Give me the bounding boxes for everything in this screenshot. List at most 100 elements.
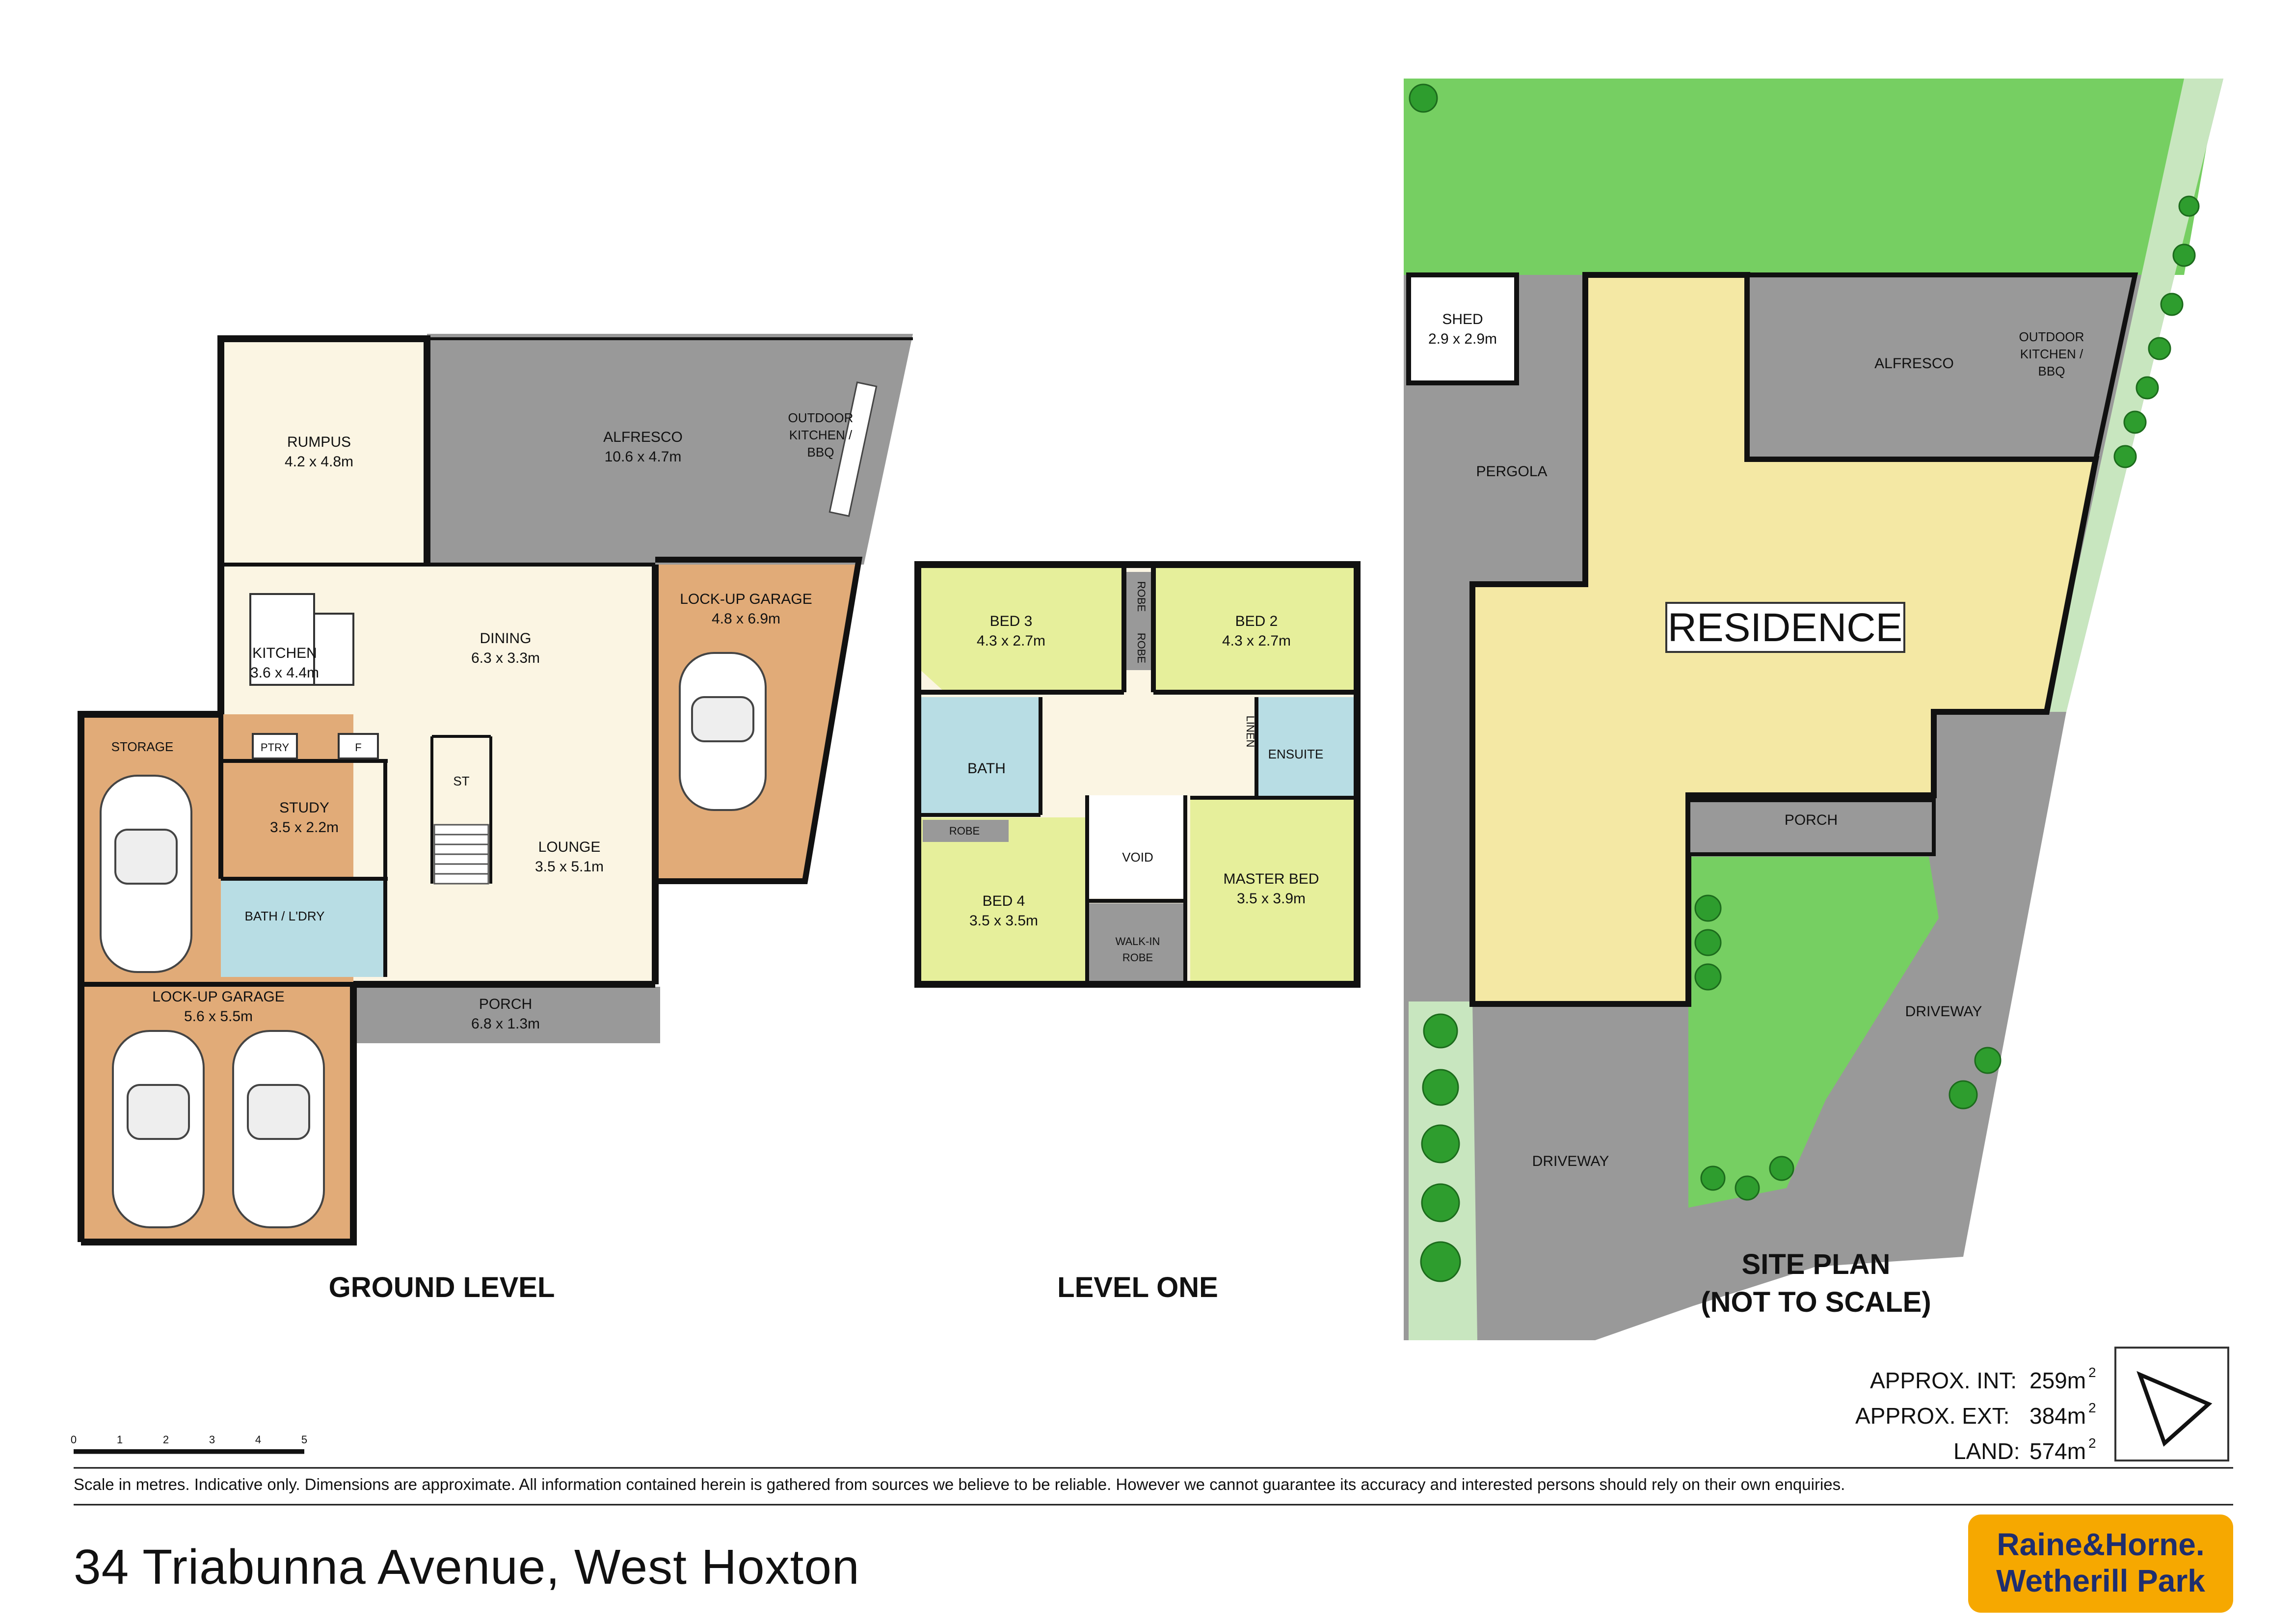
ground-bbq-bench — [828, 381, 878, 517]
residence-label-box — [1665, 602, 1905, 653]
scale-tick-5: 5 — [301, 1434, 307, 1446]
bath-laundry-label: BATH / L'DRY — [245, 909, 325, 923]
robe-area — [1124, 572, 1151, 670]
bed3-area — [918, 565, 1124, 692]
linen-label: LINEN — [1244, 716, 1256, 748]
bed4-area — [918, 817, 1087, 984]
site-side-garden — [2047, 79, 2223, 712]
lounge-dim: 3.5 x 5.1m — [535, 859, 604, 875]
robe-label: ROBE — [1135, 633, 1148, 663]
garage-left-label: LOCK-UP GARAGE — [152, 989, 285, 1005]
bath-label: BATH — [967, 760, 1006, 777]
bed4-robe-area — [923, 820, 1009, 842]
kitchen-label: KITCHEN — [252, 645, 317, 661]
ground-outdoor-kitchen-label-3: BBQ — [807, 445, 834, 460]
car-icon — [100, 775, 192, 973]
void-label: VOID — [1122, 850, 1153, 865]
site-shed — [1406, 272, 1519, 385]
garage-right-dim: 4.8 x 6.9m — [712, 611, 780, 627]
ground-alfresco-area — [427, 334, 913, 565]
residence-label: RESIDENCE — [1668, 605, 1902, 650]
site-porch-label: PORCH — [1785, 812, 1838, 828]
site-outdoor-kitchen-label-1: OUTDOOR — [2019, 329, 2084, 344]
alfresco-label: ALFRESCO — [603, 429, 683, 445]
pantry-label: PTRY — [261, 741, 290, 754]
car-icon — [232, 1030, 325, 1228]
ensuite-area — [1256, 697, 1357, 798]
ground-level-caption: GROUND LEVEL — [329, 1271, 555, 1303]
master-bed-label: MASTER BED — [1223, 871, 1319, 887]
walk-in-robe-label-1: WALK-IN — [1116, 935, 1160, 947]
tree-icon — [1409, 83, 2200, 1282]
scale-bar: 0 1 2 3 4 5 — [71, 1434, 307, 1454]
site-outdoor-kitchen-label-2: KITCHEN / — [2020, 347, 2083, 361]
level-one-caption: LEVEL ONE — [1057, 1271, 1218, 1303]
void-area — [1087, 795, 1185, 898]
bed4-robe-label: ROBE — [949, 825, 980, 837]
study-label: STUDY — [279, 800, 329, 816]
car-icon — [112, 1030, 205, 1228]
site-shed-dim: 2.9 x 2.9m — [1428, 331, 1497, 347]
scale-tick-2: 2 — [163, 1434, 169, 1446]
area-land-label: LAND: — [1953, 1438, 2020, 1464]
rumpus-label: RUMPUS — [287, 434, 351, 450]
area-ext-label: APPROX. EXT: — [1855, 1403, 2009, 1429]
scale-tick-3: 3 — [209, 1434, 215, 1446]
site-pergola-label: PERGOLA — [1476, 463, 1547, 480]
scale-tick-4: 4 — [255, 1434, 261, 1446]
scale-tick-0: 0 — [71, 1434, 77, 1446]
walk-in-robe-area — [1087, 903, 1185, 984]
agency-logo-line1: Raine&Horne. — [1997, 1527, 2205, 1562]
site-plan-caption-line2: (NOT TO SCALE) — [1701, 1286, 1931, 1318]
site-plan-caption-line1: SITE PLAN — [1742, 1248, 1891, 1280]
site-left-garden — [1409, 1001, 1477, 1340]
dining-label: DINING — [480, 630, 532, 647]
porch-label: PORCH — [479, 996, 532, 1012]
area-land-unit-sup: 2 — [2088, 1435, 2096, 1451]
area-land-value: 574m — [2029, 1438, 2086, 1464]
site-alfresco — [1745, 272, 2138, 461]
garage-right-label: LOCK-UP GARAGE — [680, 591, 812, 607]
porch-dim: 6.8 x 1.3m — [471, 1016, 540, 1032]
area-ext-unit-sup: 2 — [2088, 1400, 2096, 1415]
alfresco-dim: 10.6 x 4.7m — [605, 449, 682, 465]
area-int-label: APPROX. INT: — [1870, 1368, 2017, 1393]
lounge-label: LOUNGE — [538, 839, 601, 855]
site-driveway-right-label: DRIVEWAY — [1905, 1003, 1982, 1020]
level-one-walls — [914, 561, 1361, 988]
dining-dim: 6.3 x 3.3m — [471, 650, 540, 666]
site-outdoor-kitchen-label-3: BBQ — [2038, 364, 2065, 379]
bed4-label: BED 4 — [983, 893, 1025, 909]
bed2-label: BED 2 — [1235, 613, 1278, 629]
bed2-dim: 4.3 x 2.7m — [1222, 633, 1291, 649]
study-dim: 3.5 x 2.2m — [270, 819, 339, 836]
agency-logo-line2: Wetherill Park — [1996, 1563, 2205, 1598]
rumpus-dim: 4.2 x 4.8m — [285, 454, 353, 470]
property-address: 34 Triabunna Avenue, West Hoxton — [74, 1540, 860, 1595]
scale-tick-1: 1 — [117, 1434, 123, 1446]
site-front-lawn — [1688, 857, 1939, 1208]
bed2-area — [1153, 565, 1357, 692]
ground-outdoor-kitchen-label-2: KITCHEN / — [789, 428, 853, 442]
bed3-label: BED 3 — [990, 613, 1033, 629]
ground-bath-laundry-area — [221, 879, 385, 977]
ground-staircase — [433, 824, 489, 885]
bed3-dim: 4.3 x 2.7m — [977, 633, 1045, 649]
kitchen-island — [313, 613, 354, 686]
car-icon — [679, 652, 767, 811]
fridge-label: F — [355, 741, 361, 754]
ensuite-label: ENSUITE — [1268, 747, 1324, 761]
site-porch — [1686, 798, 1936, 856]
agency-logo: Raine&Horne. Wetherill Park — [1968, 1515, 2233, 1613]
bath-area — [918, 697, 1041, 815]
pantry-box — [252, 733, 298, 759]
area-summary: APPROX. INT: 259m 2 APPROX. EXT: 384m 2 … — [1855, 1365, 2096, 1464]
disclaimer-text: Scale in metres. Indicative only. Dimens… — [74, 1475, 1845, 1493]
area-int-unit-sup: 2 — [2088, 1365, 2096, 1380]
site-plan: RESIDENCE SHED 2.9 x 2.9m ALFRESCO OUTDO… — [1404, 79, 2223, 1340]
kitchen-bench — [249, 593, 315, 686]
north-compass-icon — [2114, 1347, 2229, 1461]
garage-left-dim: 5.6 x 5.5m — [184, 1008, 253, 1025]
site-alfresco-label: ALFRESCO — [1874, 355, 1954, 372]
